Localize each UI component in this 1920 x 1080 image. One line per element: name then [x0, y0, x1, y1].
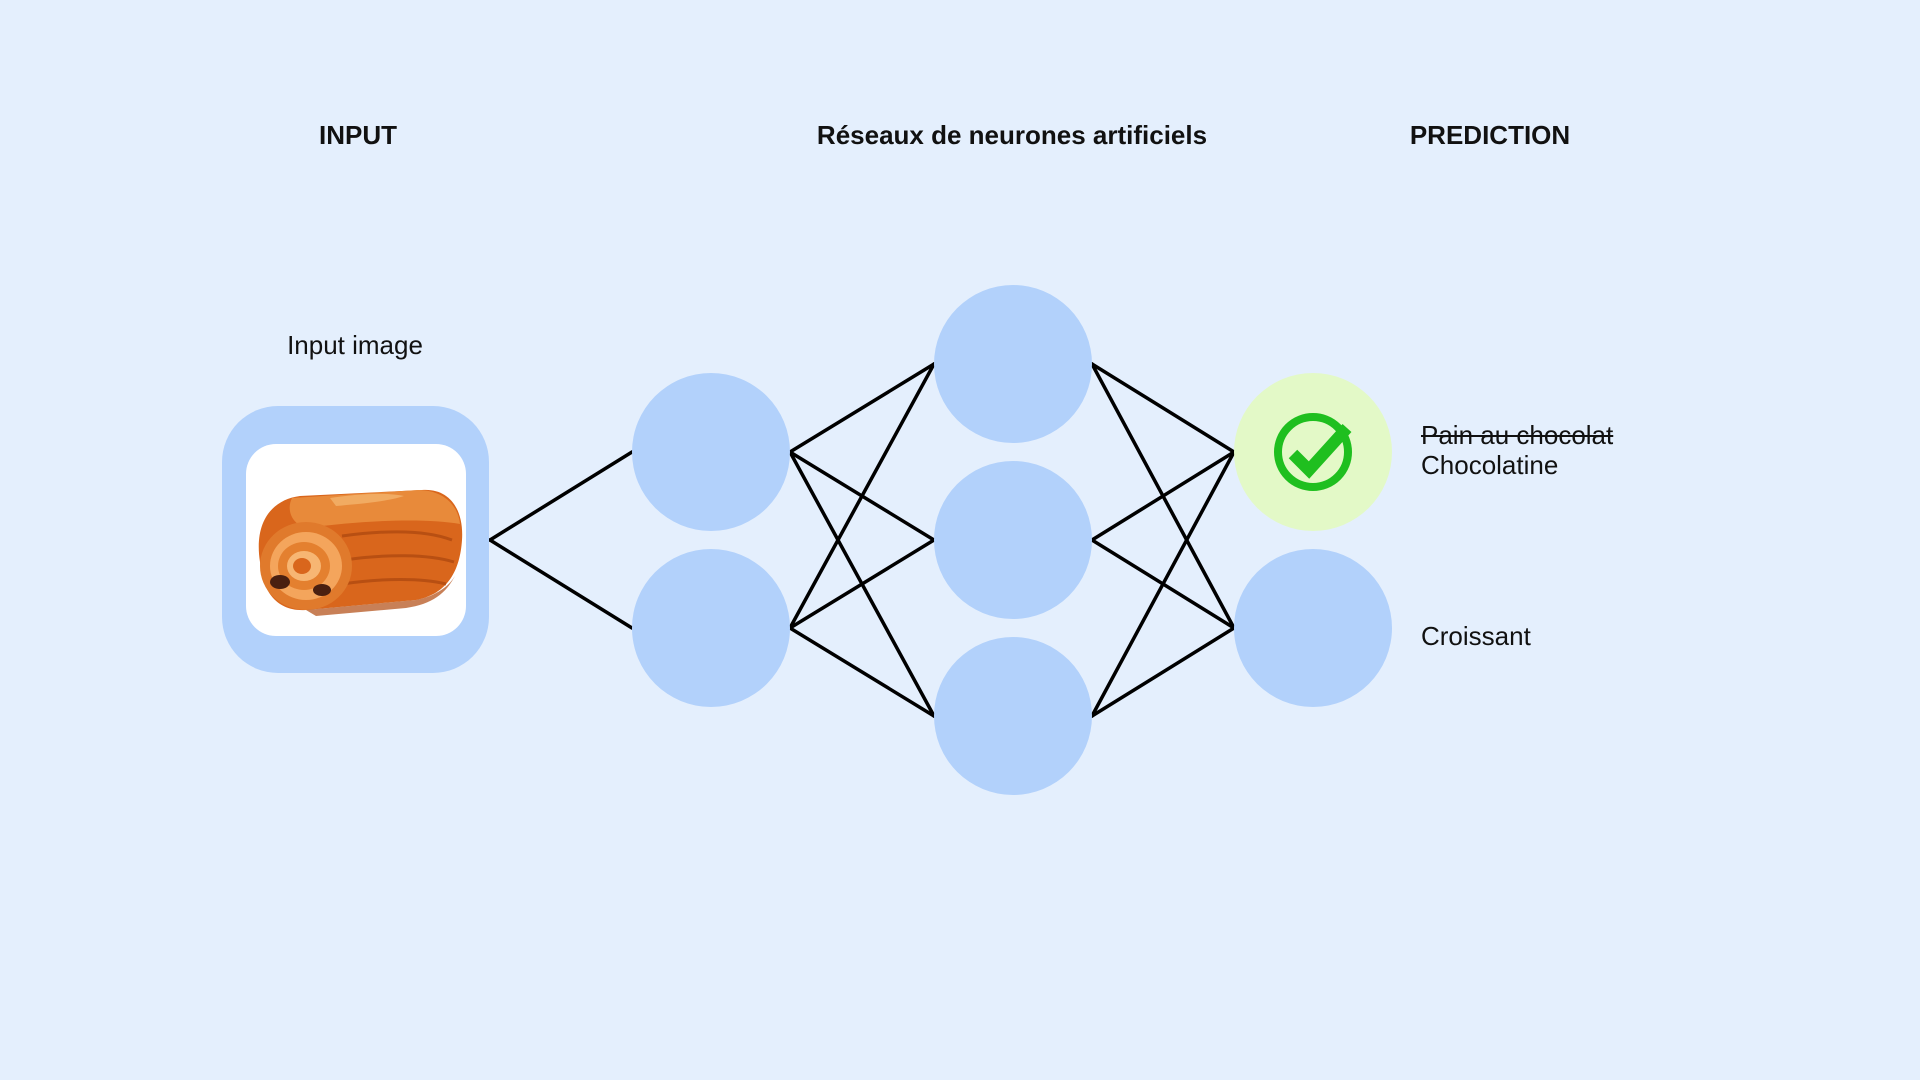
neuron-layer1-1: [632, 373, 790, 531]
input-image-card: [246, 444, 466, 636]
edge-l2c-outa: [1090, 450, 1236, 718]
neuron-layer1-2: [632, 549, 790, 707]
output-neuron-chocolatine: [1234, 373, 1392, 531]
neuron-layer2-3: [934, 637, 1092, 795]
check-circle-icon: [1274, 413, 1352, 491]
input-heading: INPUT: [319, 120, 397, 150]
edge-l1b-l2c: [788, 626, 936, 718]
prediction-label: Chocolatine: [1421, 450, 1559, 480]
network-heading: Réseaux de neurones artificiels: [816, 120, 1208, 150]
edge-l2b-outa: [1090, 450, 1236, 542]
output-neuron-croissant: [1234, 549, 1392, 707]
edge-l1b-l2a: [788, 362, 936, 630]
prediction-heading: PREDICTION: [1409, 120, 1571, 150]
struck-label: Pain au chocolat: [1421, 420, 1614, 450]
edge-l1b-l2b: [788, 538, 936, 630]
edge-l1a-l2a: [788, 362, 936, 454]
prediction-label-croissant: Croissant: [1421, 621, 1531, 651]
edge-input-l1a: [488, 450, 634, 542]
edge-l2a-outa: [1090, 362, 1236, 454]
prediction-label: Croissant: [1421, 621, 1531, 651]
input-image-label: Input image: [287, 330, 423, 360]
neuron-layer2-1: [934, 285, 1092, 443]
edge-input-l1b: [488, 538, 634, 630]
edge-l2c-outb: [1090, 626, 1236, 718]
prediction-label-chocolatine: Pain au chocolat Chocolatine: [1421, 420, 1613, 480]
input-image-frame: [222, 406, 489, 673]
pain-au-chocolat-icon: [258, 489, 463, 616]
neuron-layer2-2: [934, 461, 1092, 619]
